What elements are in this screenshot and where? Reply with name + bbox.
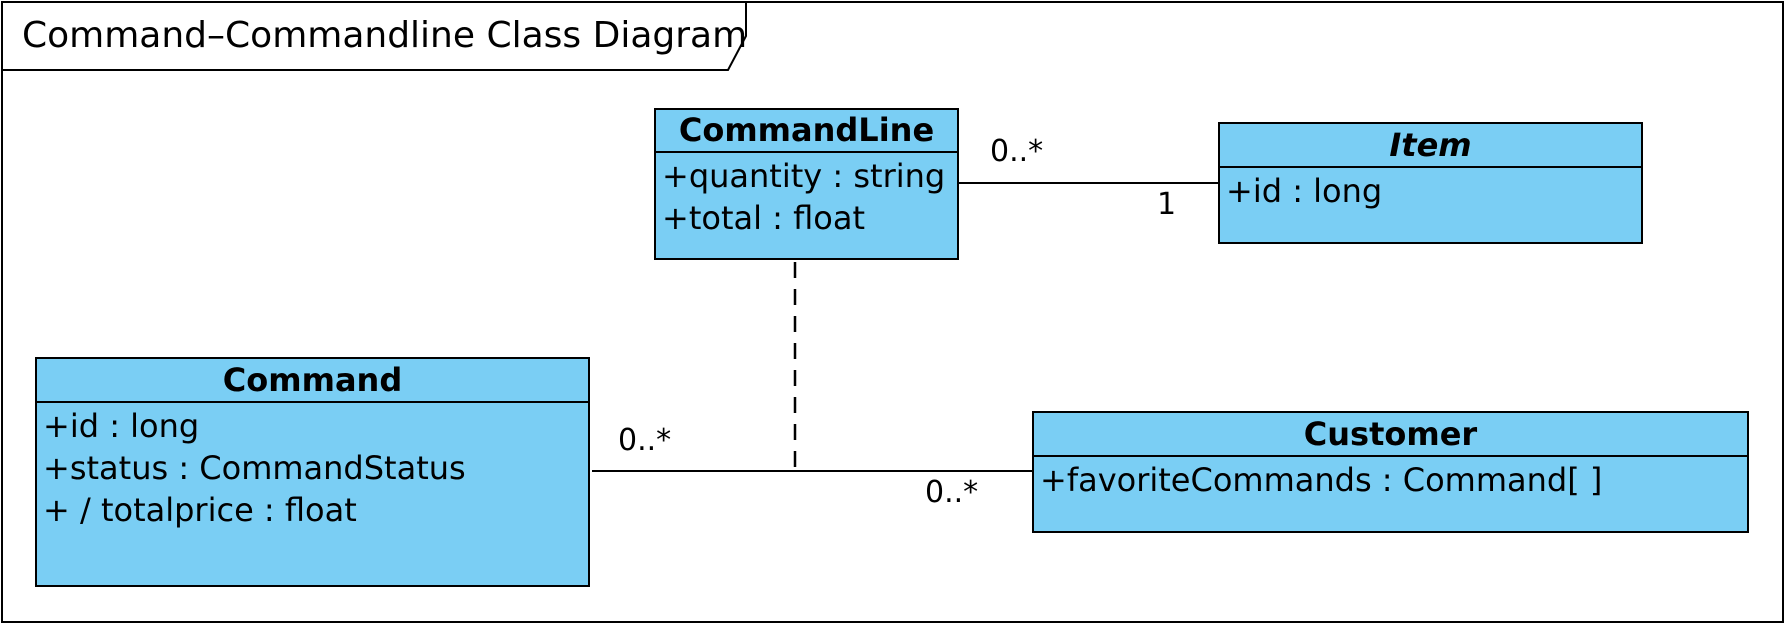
class-command[interactable]: Command +id : long +status : CommandStat… [35, 357, 590, 587]
class-attribute: +quantity : string [662, 157, 946, 195]
multiplicity-item-end: 1 [1157, 187, 1177, 222]
class-name: Command [37, 359, 588, 403]
class-attributes: +favoriteCommands : Command[ ] [1034, 457, 1747, 501]
class-attributes: +id : long +status : CommandStatus + / t… [37, 403, 588, 531]
class-commandline[interactable]: CommandLine +quantity : string +total : … [654, 108, 959, 260]
class-attribute: +favoriteCommands : Command[ ] [1040, 461, 1603, 499]
class-attribute: +id : long [1226, 172, 1383, 210]
class-name: CommandLine [656, 110, 957, 153]
diagram-title: Command–Commandline Class Diagram [22, 15, 748, 56]
multiplicity-command-end: 0..* [618, 423, 672, 458]
frame-title-tab [3, 3, 747, 71]
class-item[interactable]: Item +id : long [1218, 122, 1643, 244]
class-customer[interactable]: Customer +favoriteCommands : Command[ ] [1032, 411, 1749, 533]
class-attribute: +total : float [662, 199, 865, 237]
multiplicity-customer-end: 0..* [925, 475, 979, 510]
class-attributes: +quantity : string +total : float [656, 153, 957, 239]
class-attribute: + / totalprice : float [43, 491, 357, 529]
class-attribute: +status : CommandStatus [43, 449, 466, 487]
class-name: Customer [1034, 413, 1747, 457]
class-attributes: +id : long [1220, 168, 1641, 212]
multiplicity-commandline-end: 0..* [990, 134, 1044, 169]
class-name: Item [1220, 124, 1641, 168]
class-attribute: +id : long [43, 407, 200, 445]
